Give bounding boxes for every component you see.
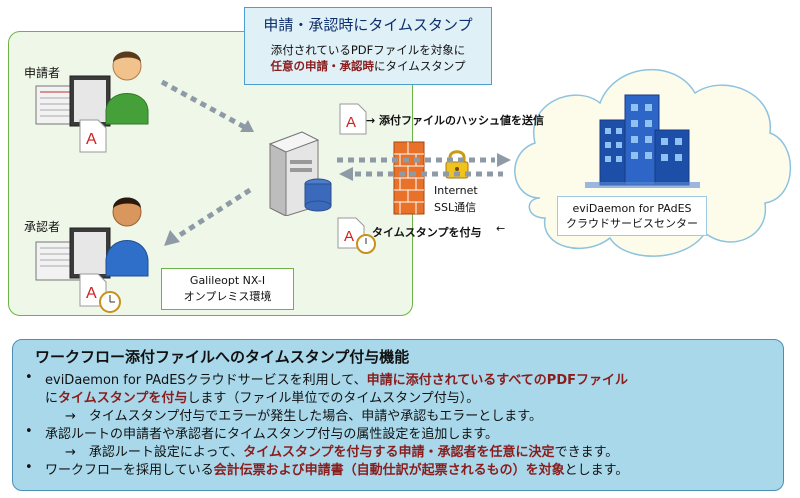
title-text: 申請・承認時にタイムスタンプ: [263, 16, 473, 34]
firewall-icon: [393, 141, 425, 215]
svg-text:A: A: [86, 131, 97, 148]
evidaemon-box: eviDaemon for PAdES クラウドサービスセンター: [557, 196, 707, 236]
feature-1-line1: eviDaemon for PAdESクラウドサービスを利用して、申請に添付され…: [45, 373, 629, 388]
applicant-label: 申請者: [24, 66, 61, 80]
approver-workstation-icon: [35, 197, 149, 284]
feature-heading: ワークフロー添付ファイルへのタイムスタンプ付与機能: [35, 348, 410, 366]
ssl-arrows: [337, 153, 511, 181]
approver-label: 承認者: [24, 220, 61, 234]
title-line1: 添付されているPDFファイルを対象に: [270, 43, 466, 57]
feature-3-line1: ワークフローを採用している会計伝票および申請書（自動仕訳が起票されるもの）を対象…: [45, 463, 629, 478]
galileopt-box: Galileopt NX-I オンプレミス環境: [161, 268, 294, 310]
title-line2: 任意の申請・承認時にタイムスタンプ: [270, 59, 466, 73]
evidaemon-sub: クラウドサービスセンター: [566, 217, 698, 230]
ssl-label: SSL通信: [434, 201, 477, 214]
pdf-clock-return-icon: A: [337, 217, 376, 254]
feature-2-sub: → 承認ルート設定によって、タイムスタンプを付与する申請・承認者を任意に決定でき…: [65, 445, 619, 460]
grant-timestamp-label: タイムスタンプを付与: [372, 226, 482, 239]
title-box: 申請・承認時にタイムスタンプ 添付されているPDFファイルを対象に 任意の申請・…: [244, 7, 492, 85]
server-icon: [268, 131, 332, 216]
return-arrow: ←: [496, 222, 506, 235]
feature-1-line2: にタイムスタンプを付与します（ファイル単位でのタイムスタンプ付与）。: [45, 391, 480, 406]
svg-text:A: A: [86, 285, 97, 302]
lock-icon: [445, 150, 469, 179]
bullet-2: •: [25, 424, 33, 439]
svg-text:A: A: [344, 228, 354, 245]
pdf-icon: A: [79, 119, 107, 153]
feature-1-sub: → タイムスタンプ付与でエラーが発生した場合、申請や承認もエラーとします。: [65, 409, 542, 424]
bullet-1: •: [25, 370, 33, 385]
evidaemon-name: eviDaemon for PAdES: [572, 202, 692, 215]
bullet-3: •: [25, 460, 33, 475]
galileopt-type: オンプレミス環境: [183, 290, 272, 303]
pdf-clock-icon: A: [79, 273, 121, 313]
internet-label: Internet: [434, 184, 478, 197]
building-icon: [585, 94, 700, 188]
galileopt-name: Galileopt NX-I: [189, 274, 266, 287]
applicant-workstation-icon: [35, 51, 149, 132]
dotted-arrows: [160, 79, 254, 246]
pdf-icon-send: A: [339, 103, 367, 135]
feature-2-line1: 承認ルートの申請者や承認者にタイムスタンプ付与の属性設定を追加します。: [45, 427, 499, 442]
svg-text:A: A: [346, 114, 356, 131]
feature-box: ワークフロー添付ファイルへのタイムスタンプ付与機能 • eviDaemon fo…: [12, 339, 784, 491]
send-hash-label: → 添付ファイルのハッシュ値を送信: [366, 114, 545, 127]
